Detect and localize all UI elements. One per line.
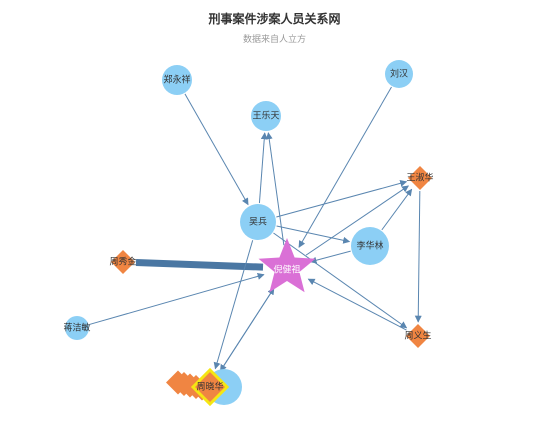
graph-node-zhouxiaohua[interactable]: 周晓华 (190, 367, 230, 407)
circle-icon (65, 316, 89, 340)
node-label: 周秀金 (109, 256, 136, 268)
node-label: 李华林 (356, 240, 383, 252)
chart-title: 刑事案件涉案人员关系网 (208, 12, 341, 26)
node-label: 王淑华 (406, 172, 433, 184)
star-icon (258, 238, 316, 293)
node-label: 王乐天 (252, 110, 279, 122)
graph-node-lihualin[interactable]: 李华林 (351, 227, 389, 265)
graph-node-liuhan[interactable]: 刘汉 (385, 60, 413, 88)
edge-center-wangletian[interactable] (265, 132, 285, 246)
edge-wubing-wangletian[interactable] (258, 132, 268, 204)
graph-node-zhengyongxiang[interactable]: 郑永祥 (162, 65, 192, 95)
edge-zhouyisheng-center[interactable] (307, 278, 407, 331)
node-label: 周晓华 (196, 381, 223, 393)
graph-node-wubing[interactable]: 吴兵 (240, 204, 276, 240)
graph-node-wangletian[interactable]: 王乐天 (251, 101, 281, 131)
edge-center-zhouxiaohua[interactable] (219, 287, 275, 372)
edge-wubing-zhouyisheng[interactable] (273, 232, 408, 329)
edge-center-wangshuhua[interactable] (305, 185, 409, 256)
edge-zhengyongxiang-wubing[interactable] (184, 93, 249, 206)
circle-icon (351, 227, 389, 265)
graph-node-wangshuhua[interactable]: 王淑华 (406, 166, 434, 190)
node-label: 郑永祥 (163, 74, 190, 86)
node-label: 倪健祖 (273, 264, 300, 276)
node-label: 周义生 (404, 330, 431, 342)
circle-icon (162, 65, 192, 95)
edge-jiangjiemin-center[interactable] (89, 272, 265, 325)
edge-wubing-wangshuhua[interactable] (276, 179, 408, 218)
diamond-icon (406, 324, 430, 348)
graph-node-zhouyisheng[interactable]: 周义生 (404, 324, 432, 348)
graph-node-jiangjiemin[interactable]: 蒋洁敏 (63, 316, 91, 340)
diamond-icon (111, 250, 135, 274)
edge-lihualin-center[interactable] (309, 250, 351, 264)
node-label: 刘汉 (390, 68, 408, 80)
circle-icon (385, 60, 413, 88)
chart-subtitle: 数据来自人立方 (242, 35, 306, 45)
edge-wubing-zhouxiaohua[interactable] (213, 240, 254, 370)
diamond-icon (408, 166, 432, 190)
edge-wangshuhua-zhouyisheng[interactable] (414, 190, 422, 323)
highlight-diamond-icon (190, 367, 230, 407)
edge-zhouxiujin-center[interactable] (135, 258, 264, 271)
node-label: 蒋洁敏 (63, 322, 90, 334)
edge-lihualin-wangshuhua[interactable] (381, 188, 413, 231)
edge-liuhan-center[interactable] (298, 86, 392, 248)
edge-wubing-lihualin[interactable] (276, 225, 351, 244)
graph-edges (89, 86, 422, 373)
node-label: 吴兵 (249, 216, 267, 228)
circle-icon (251, 101, 281, 131)
cluster-diamond-node[interactable] (166, 370, 190, 395)
graph-node-center[interactable]: 倪健祖 (258, 238, 316, 293)
circle-icon (240, 204, 276, 240)
graph-node-zhouxiujin[interactable]: 周秀金 (109, 250, 137, 274)
